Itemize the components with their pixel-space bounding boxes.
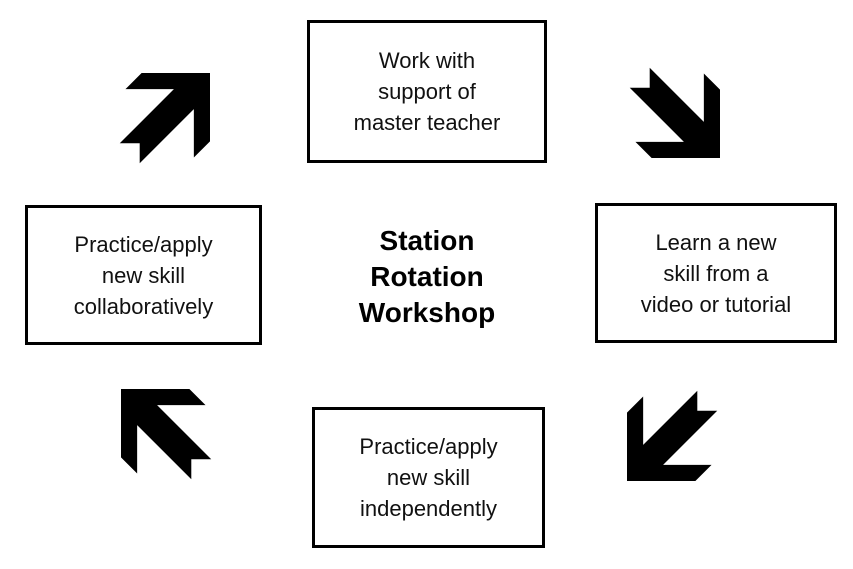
station-label-master-teacher: Work with support of master teacher — [353, 48, 501, 135]
arrow-southwest-icon — [627, 390, 718, 481]
arrow-southeast-icon — [629, 67, 720, 158]
station-label-practice-collaboratively: Practice/apply new skill collaboratively — [73, 231, 214, 319]
station-label-learn-new-skill: Learn a new skill from a video or tutori… — [640, 229, 792, 317]
arrow-northwest-icon — [121, 389, 212, 480]
station-box-master-teacher: Work with support of master teacher — [307, 20, 547, 163]
station-label-practice-independently: Practice/apply new skill independently — [359, 434, 498, 521]
station-box-learn-new-skill: Learn a new skill from a video or tutori… — [595, 203, 837, 343]
station-box-practice-collaboratively: Practice/apply new skill collaboratively — [25, 205, 262, 345]
station-box-practice-independently: Practice/apply new skill independently — [312, 407, 545, 548]
arrow-northeast-icon — [119, 73, 210, 164]
diagram-title: Station Rotation Workshop — [358, 225, 496, 328]
